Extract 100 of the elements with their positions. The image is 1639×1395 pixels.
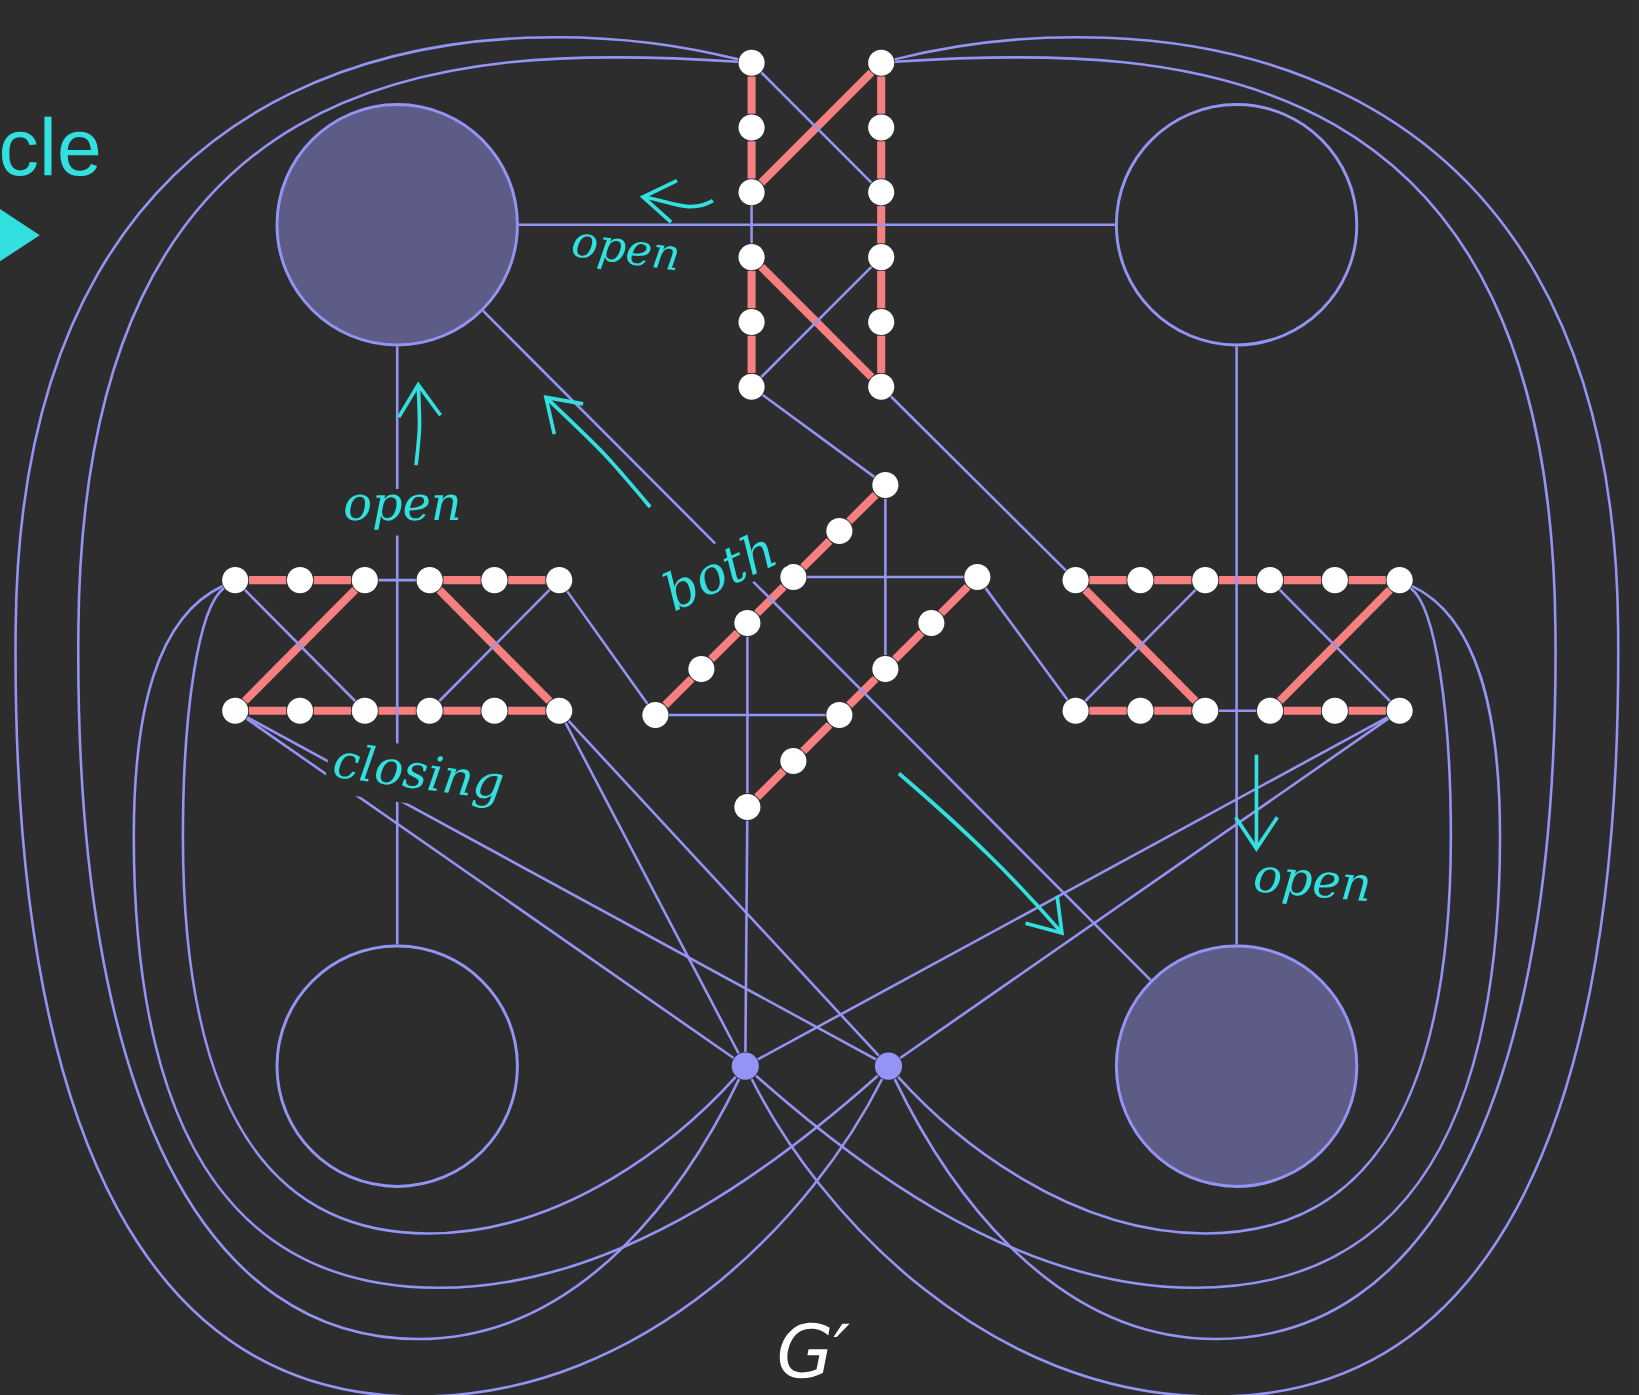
vertex-dot [738, 243, 765, 270]
edge-line [313, 575, 351, 584]
vertex-dot [1127, 697, 1154, 724]
edge-line [662, 675, 695, 708]
handwritten-note: open [572, 234, 677, 271]
edge-line [800, 721, 833, 754]
edge-line [800, 537, 833, 570]
edge-line [1154, 706, 1192, 715]
hub-dot [731, 1052, 759, 1080]
edge-line [443, 706, 481, 715]
vertex-dot [780, 563, 807, 590]
edge-line [1219, 709, 1257, 712]
vertex-dot [868, 114, 895, 141]
edge-line [884, 498, 887, 655]
vertex-dot [286, 566, 314, 593]
edge-line [482, 309, 1152, 981]
edge-line [708, 629, 741, 662]
edge-line [245, 717, 735, 1059]
vertex-dot [964, 563, 991, 590]
edge-line [1235, 346, 1238, 945]
vertex-dot [688, 655, 715, 682]
edge-line [1348, 706, 1386, 715]
vertex-dot [416, 566, 443, 593]
vertex-dot [1256, 697, 1284, 724]
region-circle [1114, 944, 1359, 1188]
graph-label: G′ [779, 1322, 850, 1379]
edge-line [249, 575, 287, 584]
vertex-dot [1062, 697, 1089, 724]
edge-line [567, 719, 880, 1057]
vertex-dot [222, 566, 249, 593]
edge-line [747, 76, 756, 114]
edge-line [877, 335, 886, 373]
vertex-dot [1192, 697, 1219, 724]
edge-line [877, 270, 886, 308]
vertex-dot [416, 697, 443, 724]
vertex-dot [738, 179, 765, 206]
edge-line [897, 587, 1453, 1235]
edge-line [246, 716, 877, 1061]
vertex-dot [734, 609, 761, 636]
edge-line [1283, 706, 1322, 715]
vertex-dot [351, 566, 378, 593]
edge-line [984, 587, 1069, 701]
vertex-dot [868, 179, 895, 206]
edge-line [747, 141, 756, 179]
edge-line [1219, 575, 1257, 584]
vertex-dot [868, 243, 895, 270]
edge-line [181, 587, 737, 1235]
edge-line [1154, 575, 1192, 584]
vertex-dot [868, 308, 895, 335]
edge-line [746, 636, 749, 793]
vertex-dot [826, 517, 853, 544]
edge-line [877, 76, 886, 114]
vertex-dot [868, 49, 895, 76]
vertex-dot [1386, 697, 1413, 724]
region-circle [275, 944, 519, 1188]
edge-line [508, 706, 546, 715]
region-circle [275, 102, 519, 347]
vertex-dot [286, 697, 314, 724]
edge-line [508, 575, 546, 584]
vertex-dot [868, 373, 895, 400]
edge-line [747, 270, 756, 308]
edge-line [846, 675, 879, 708]
vertex-dot [1256, 566, 1284, 593]
vertex-dot [1321, 566, 1348, 593]
handwritten-note: closing [323, 733, 513, 817]
edge-line [892, 629, 925, 662]
edge-line [1089, 575, 1127, 584]
edge-line [761, 393, 875, 478]
region-circle [1114, 102, 1359, 347]
title-fragment: cle [1, 116, 99, 176]
edge-line [938, 583, 971, 616]
vertex-dot [918, 609, 945, 636]
edge-line [378, 706, 416, 715]
hub-dot [874, 1052, 903, 1080]
vertex-dot [222, 697, 249, 724]
edge-line [378, 578, 416, 582]
edge-line [77, 56, 741, 1341]
vertex-dot [1321, 697, 1348, 724]
edge-line [893, 56, 1557, 1341]
edge-line [750, 36, 1620, 1395]
vertex-dot [872, 655, 899, 682]
edge-line [669, 713, 826, 717]
edge-line [877, 141, 886, 179]
edge-line [757, 716, 1389, 1061]
edge-line [747, 335, 756, 373]
edge-line [566, 590, 649, 705]
vertex-dot [481, 566, 508, 593]
edge-line [846, 491, 879, 524]
edge-line [807, 575, 964, 579]
vertex-dot [1386, 566, 1413, 593]
edge-line [443, 575, 481, 584]
edge-line [1348, 575, 1386, 584]
vertex-dot [351, 697, 378, 724]
edge-line [518, 223, 1115, 226]
edge-line [14, 36, 884, 1395]
edge-line [564, 722, 740, 1054]
vertex-dot [481, 697, 508, 724]
vertex-dot [1127, 566, 1154, 593]
vertex-dot [826, 701, 853, 728]
vertex-dot [738, 114, 765, 141]
